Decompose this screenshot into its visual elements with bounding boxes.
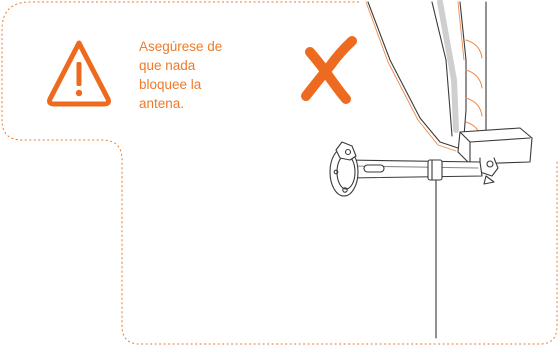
warning-line-2: que nada xyxy=(139,58,196,73)
warning-triangle-icon xyxy=(47,40,111,107)
warning-line-1: Asegúrese de xyxy=(139,39,223,54)
warning-message: Asegúrese de que nada bloquee la antena. xyxy=(139,37,259,113)
cross-mark-icon xyxy=(301,36,357,104)
warning-line-3: bloquee la xyxy=(139,77,202,92)
camera-antenna-mount-icon xyxy=(329,0,533,339)
warning-line-4: antena. xyxy=(139,96,185,111)
